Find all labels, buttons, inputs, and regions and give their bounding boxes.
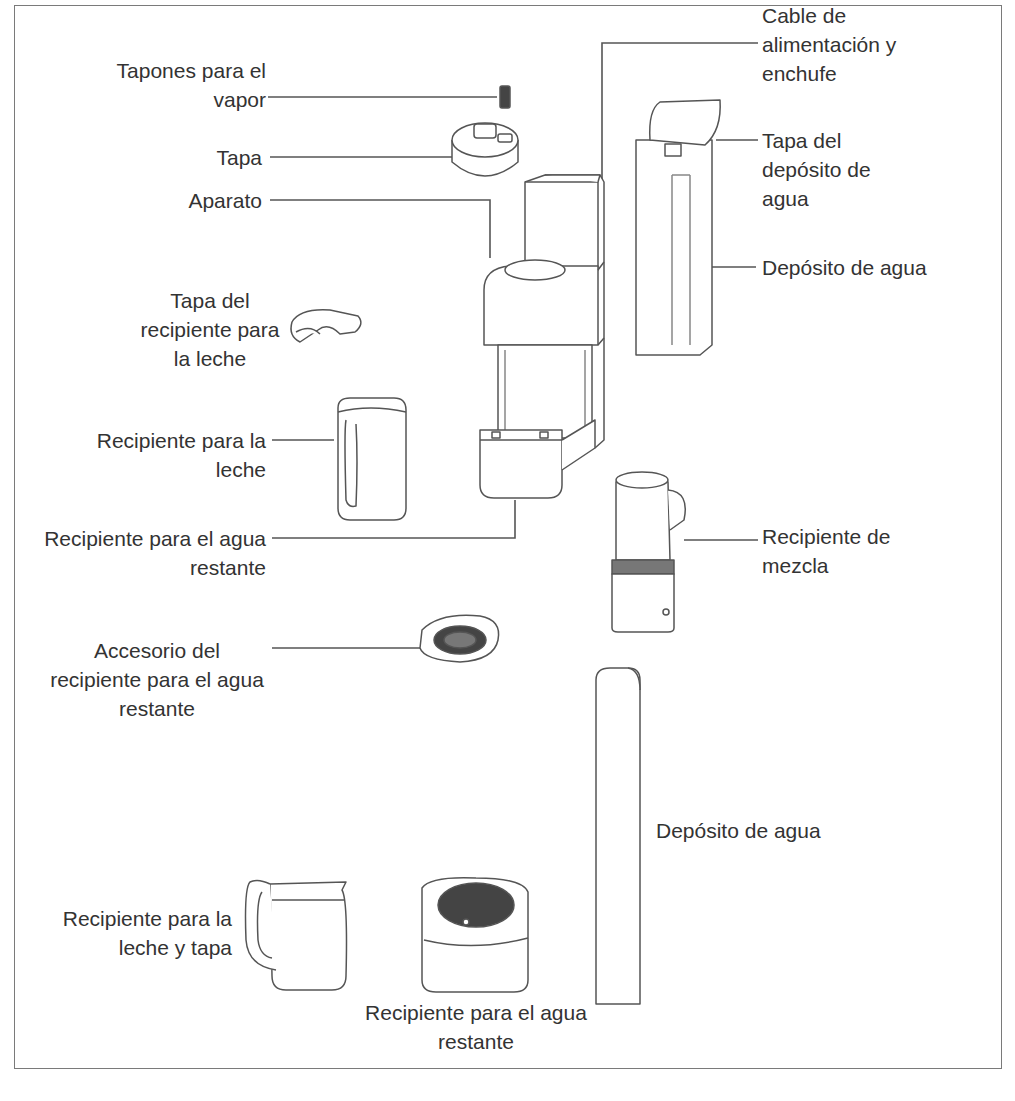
part-label: Tapa	[62, 143, 262, 172]
part-label: Recipiente de mezcla	[762, 522, 922, 580]
part-label: Aparato	[62, 186, 262, 215]
milk-jug-with-lid	[246, 880, 347, 990]
milk-container	[338, 398, 406, 520]
leader-lines	[268, 43, 758, 648]
apparatus	[480, 175, 604, 498]
mixing-container	[612, 472, 685, 632]
part-label: Tapones para el vapor	[62, 56, 266, 114]
part-label: Accesorio del recipiente para el agua re…	[46, 636, 268, 723]
water-tank-lower	[596, 668, 640, 1004]
part-label: Recipiente para el agua restante	[40, 524, 266, 582]
part-label: Cable de alimentación y enchufe	[762, 1, 962, 88]
water-tank	[636, 100, 720, 355]
part-label: Recipiente para la leche	[60, 426, 266, 484]
drip-tray-attachment	[420, 615, 499, 662]
steam-plug	[500, 86, 510, 108]
milk-container-lid	[291, 310, 361, 342]
lid	[452, 123, 518, 176]
part-label: Tapa del recipiente para la leche	[130, 286, 290, 373]
part-label: Recipiente para la leche y tapa	[56, 904, 232, 962]
part-label: Recipiente para el agua restante	[352, 998, 600, 1056]
part-label: Depósito de agua	[762, 253, 982, 282]
part-label: Depósito de agua	[656, 816, 876, 845]
part-label: Tapa del depósito de agua	[762, 126, 912, 213]
drip-tray	[422, 878, 528, 992]
